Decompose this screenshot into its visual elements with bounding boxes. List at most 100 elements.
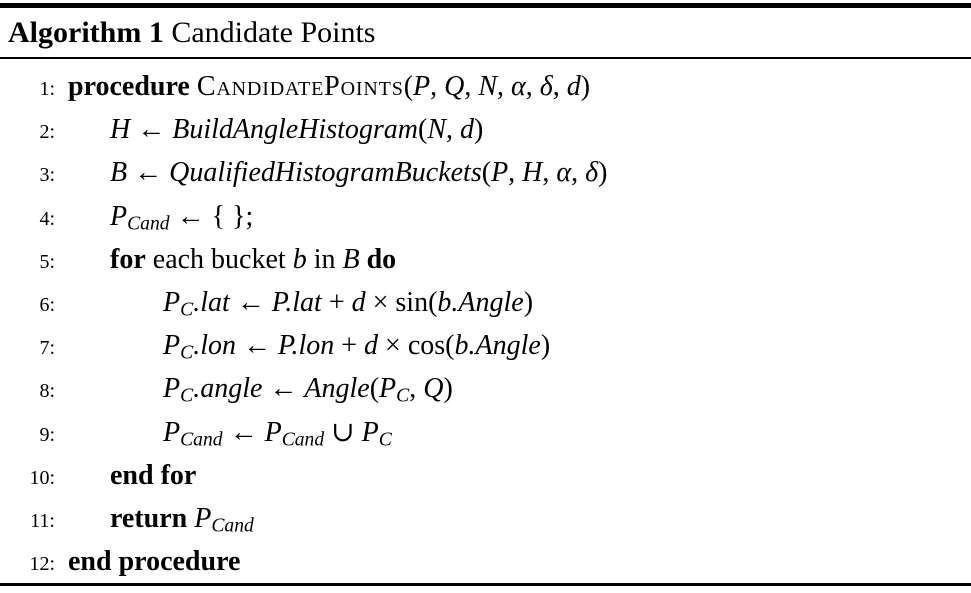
line-number: 1: [39,78,55,100]
text-run: ← [222,416,265,448]
line-number: 4: [39,207,55,230]
algorithm-line: 8:PC.angle ← Angle(PC, Q) [0,367,971,410]
text-run: P [379,373,397,405]
text-run: P [361,416,379,448]
algorithm-line: 11: return PCand [0,497,971,540]
text-run: ← { }; [169,200,254,232]
line-content: PCand ← { }; [110,195,253,246]
line-content: B ← QualifiedHistogramBuckets(P, H, α, δ… [110,151,607,194]
text-run: C [378,428,392,450]
text-run: P [264,416,282,448]
line-number: 11: [30,509,55,532]
line-number: 9: [39,423,55,446]
text-run: , [508,157,523,189]
text-run [360,244,367,275]
algorithm-line: 3: B ← QualifiedHistogramBuckets(P, H, α,… [0,151,971,194]
text-run: Cand [180,428,223,450]
line-number: 8: [39,380,55,403]
text-run: CandidatePoints [196,71,404,102]
text-run: Q [423,373,444,405]
line-number: 12: [29,553,55,576]
line-content: H ← BuildAngleHistogram(N, d) [110,108,483,151]
line-content: for each bucket b in B do [110,238,396,281]
text-run: procedure [68,71,197,102]
algorithm-line: 6:PC.lat ← P.lat + d × sin(b.Angle) [0,281,971,324]
text-run: d [364,330,379,362]
text-run: , [409,373,424,405]
text-run: Cand [211,515,254,537]
text-run: Cand [281,428,325,450]
text-run: × sin( [365,286,438,318]
algorithm-line: 5: for each bucket b in B do [0,238,971,281]
line-number: 3: [39,164,55,187]
text-run: Q [444,71,465,102]
text-run: P [163,373,181,405]
text-run: .lat [193,286,230,318]
text-run: b [292,243,307,275]
text-run: C [180,385,194,407]
algorithm-caption: Algorithm 1 Candidate Points [0,8,971,57]
text-run: ) [598,157,608,189]
text-run: δ [539,71,553,102]
text-run: α [556,157,572,189]
text-run: do [366,243,397,275]
text-run: + [321,286,352,318]
text-run: P [194,502,212,534]
text-run: , [542,157,557,189]
text-run: ( [418,114,428,146]
text-run: Angle [304,373,370,405]
text-run: ← [229,286,272,318]
text-run: QualifiedHistogramBuckets [169,157,482,189]
line-content: PCand ← PCand ∪ PC [163,411,392,462]
text-run: , [497,71,512,102]
text-run: ← [127,157,170,189]
text-run: × cos( [378,330,455,362]
text-run: d [566,71,581,102]
line-content: end procedure [68,540,240,583]
text-run: N [478,71,498,102]
text-run: ← [235,330,278,362]
text-run: P [110,200,128,232]
algorithm-line: 4: PCand ← { }; [0,195,971,238]
text-run: ( [369,373,380,405]
text-run: B [342,243,360,275]
text-run: , [464,71,479,102]
line-number: 10: [29,466,55,489]
line-content: PC.lat ← P.lat + d × sin(b.Angle) [163,281,533,332]
text-run: in [306,243,343,275]
text-run: each bucket [145,243,293,275]
text-run: N [427,114,447,146]
text-run: P [163,286,181,318]
text-run: , [525,71,540,102]
algorithm-label: Algorithm 1 [8,16,172,49]
line-number: 6: [39,293,55,316]
text-run: , [552,71,567,102]
line-content: end for [110,454,196,497]
text-run: ∪ [324,416,362,448]
algorithm-line: 12: end procedure [0,540,971,583]
text-run: b.Angle [437,286,524,318]
bottom-rule [0,583,971,587]
text-run: , [430,71,445,102]
text-run: Cand [127,212,170,234]
line-number: 7: [39,337,55,360]
text-run: P [163,330,181,362]
algorithm-line: 2: H ← BuildAngleHistogram(N, d) [0,108,971,151]
text-run: for [110,243,146,275]
line-number: 2: [39,121,55,144]
text-run: C [180,342,194,364]
text-run: return [110,502,195,534]
text-run: H [522,157,543,189]
line-number: 5: [39,250,55,273]
text-run: P [163,416,181,448]
text-run: C [180,299,194,321]
text-run: .lon [193,330,236,362]
text-run: end for [110,459,197,491]
text-run: d [351,286,366,318]
text-run: P.lat [271,286,322,318]
text-run: ) [474,114,484,146]
algorithm-title: Candidate Points [171,16,376,49]
text-run: b.Angle [454,330,541,362]
text-run: P.lon [277,330,335,362]
